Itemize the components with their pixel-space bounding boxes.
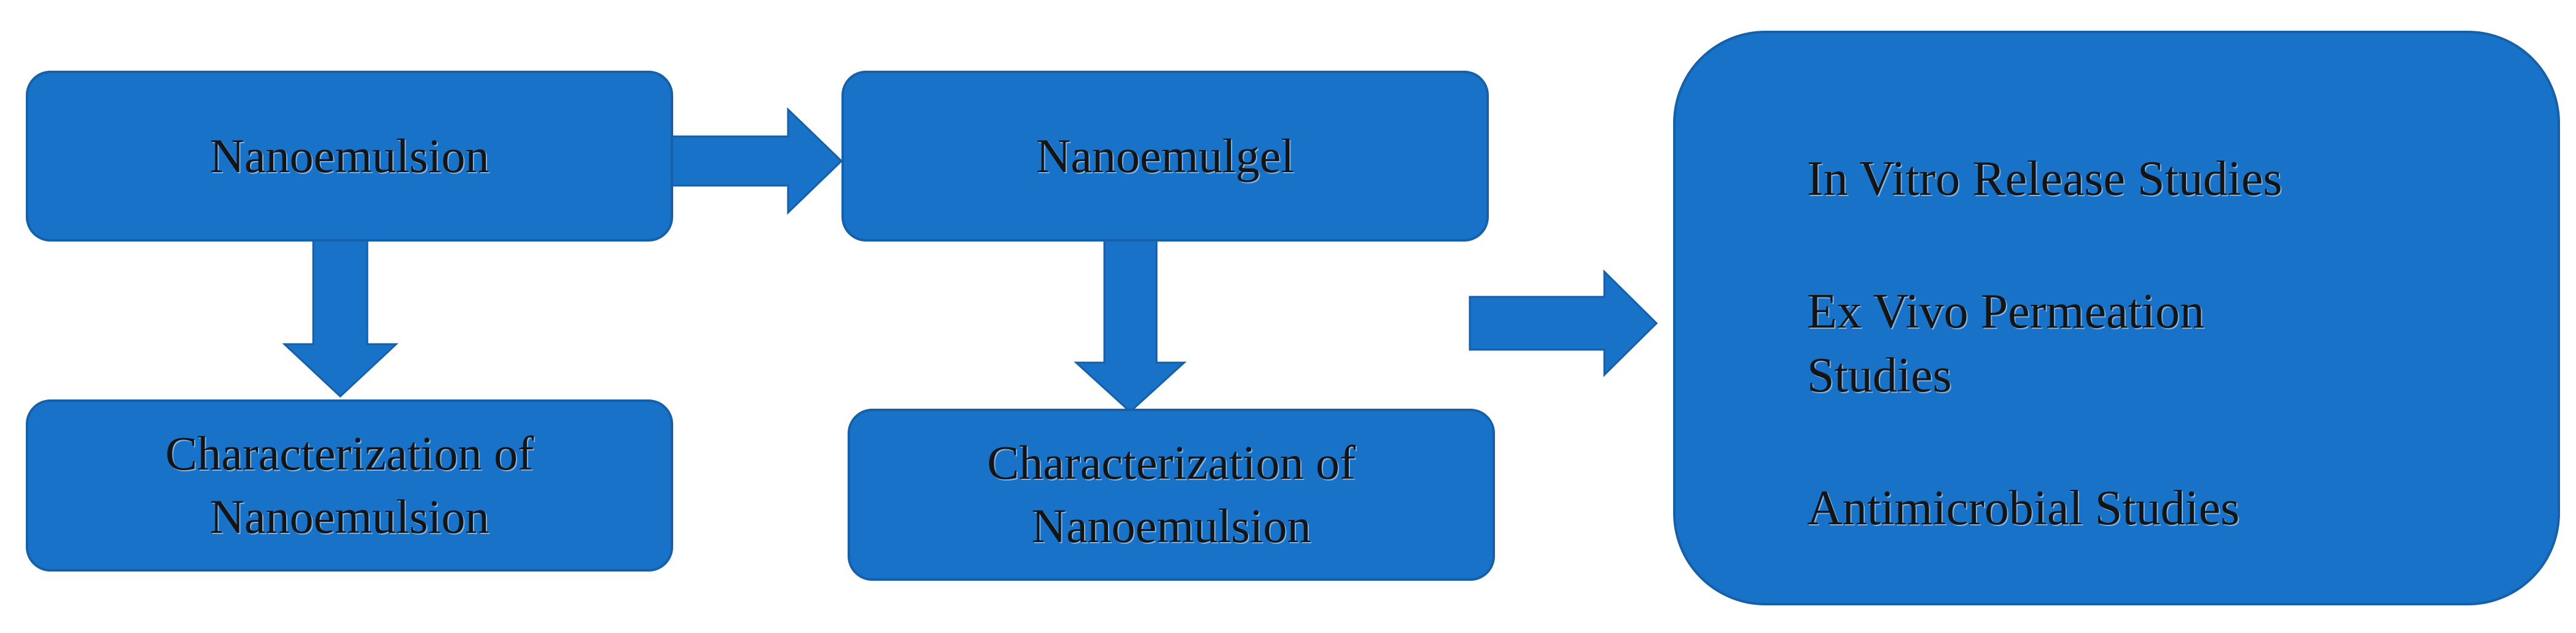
arrow-nanoemulgel-to-characterization: [1074, 225, 1187, 414]
node-label: Nanoemulsion: [209, 128, 490, 183]
study-label-line: Studies: [1807, 348, 1952, 403]
node-nanoemulsion: Nanoemulsion: [26, 71, 673, 242]
node-label: Nanoemulgel: [1036, 128, 1295, 183]
study-label-line: In Vitro Release Studies: [1807, 152, 2282, 206]
node-characterization-of-nanoemulgel: Characterization of Nanoemulsion: [848, 409, 1495, 581]
study-ex-vivo-permeation: Ex Vivo Permeation Studies: [1807, 280, 2204, 407]
node-nanoemulgel: Nanoemulgel: [841, 71, 1489, 242]
node-label-line: Characterization of: [165, 427, 534, 481]
study-antimicrobial: Antimicrobial Studies: [1807, 476, 2239, 540]
node-label-line: Nanoemulsion: [209, 490, 490, 543]
arrow-nanoemulsion-to-nanoemulgel: [653, 107, 843, 215]
arrow-to-studies: [1469, 269, 1658, 377]
node-label-line: Nanoemulsion: [1031, 499, 1311, 552]
node-characterization-of-nanoemulsion: Characterization of Nanoemulsion: [26, 399, 673, 572]
node-studies: In Vitro Release Studies Ex Vivo Permeat…: [1673, 31, 2560, 605]
study-label-line: Antimicrobial Studies: [1807, 481, 2240, 535]
study-label-line: Ex Vivo Permeation: [1807, 285, 2204, 339]
node-label-line: Characterization of: [987, 436, 1356, 490]
study-in-vitro-release: In Vitro Release Studies: [1807, 147, 2282, 211]
